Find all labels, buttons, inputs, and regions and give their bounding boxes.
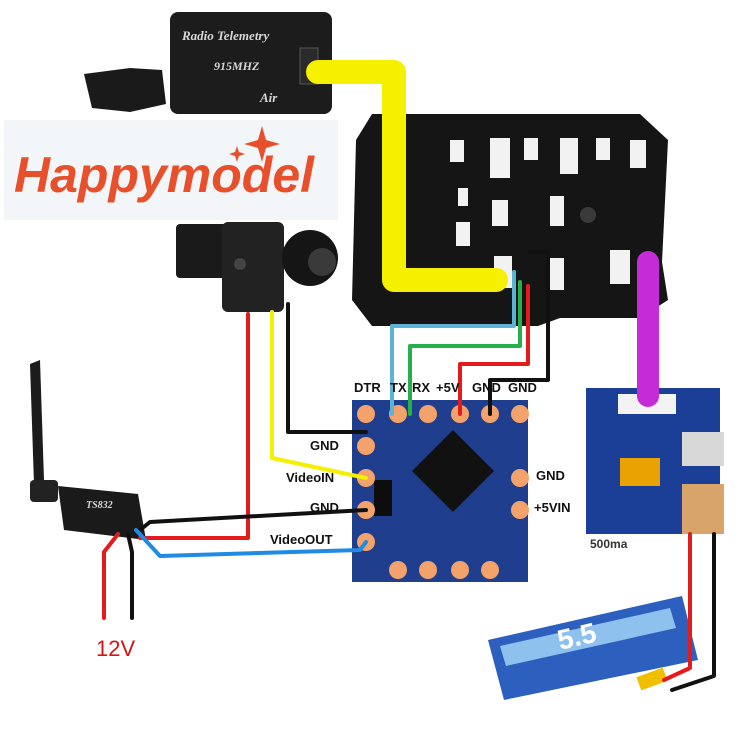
- brand-name: Happymodel: [14, 147, 315, 203]
- camera-bracket: [176, 224, 234, 278]
- fpv-camera: [176, 222, 338, 312]
- pin-label-gnd-1: GND: [472, 380, 501, 395]
- wire-dtr-cyan: [390, 270, 516, 416]
- regulator-board: 500ma: [586, 388, 724, 551]
- regulator-pads: [682, 484, 724, 534]
- xt60-connector: [636, 667, 668, 691]
- telemetry-body: [170, 12, 332, 114]
- pin-label-right-gnd: GND: [536, 468, 565, 483]
- telemetry-title: Radio Telemetry: [181, 28, 269, 43]
- wire-camera-gnd: [286, 302, 368, 434]
- fc-screw-hole: [580, 207, 596, 223]
- wire-gnd-black: [488, 250, 550, 416]
- lipo-battery: 5.5: [488, 596, 698, 700]
- pin-label-gnd-2: GND: [508, 380, 537, 395]
- wire-battery-red: [662, 532, 692, 682]
- telemetry-frequency: 915MHZ: [214, 59, 260, 73]
- pin-label-left-gnd-1: GND: [310, 438, 339, 453]
- pin-label-videoout: VideoOUT: [270, 532, 333, 547]
- pin-label-videoin: VideoIN: [286, 470, 334, 485]
- wire-camera-video: [270, 310, 368, 480]
- sparkle-icon: [244, 126, 280, 162]
- vtx-antenna-base: [30, 480, 58, 502]
- pin-label-5v: +5V: [436, 380, 460, 395]
- osd-board: [352, 400, 529, 582]
- wire-telemetry-yellow: [306, 60, 508, 292]
- telemetry-antenna: [84, 68, 166, 112]
- sparkle-small-icon: [229, 146, 245, 162]
- regulator-label: 500ma: [590, 537, 628, 551]
- vtx-body: [58, 486, 146, 540]
- fc-ports: [450, 138, 646, 290]
- brand-logo: Happymodel: [4, 120, 338, 220]
- wire-5v-red: [458, 284, 530, 416]
- voltage-label: 12V: [96, 636, 135, 661]
- wire-12v-black: [126, 532, 134, 620]
- wire-vtx-gnd: [138, 508, 368, 532]
- osd-chip-small: [374, 480, 392, 516]
- pin-label-left-gnd-2: GND: [310, 500, 339, 515]
- camera-body: [222, 222, 284, 312]
- wire-tx-green: [408, 280, 522, 416]
- brand-banner: [4, 120, 338, 220]
- regulator-capacitor: [620, 458, 660, 486]
- vtx-antenna: [30, 360, 44, 484]
- osd-right-labels: GND +5VIN: [534, 468, 571, 515]
- osd-left-labels: GND VideoIN GND VideoOUT: [270, 438, 339, 547]
- wires: [102, 60, 716, 692]
- video-transmitter: TS832: [30, 360, 146, 540]
- wire-camera-power: [138, 312, 250, 540]
- wire-battery-black: [670, 532, 716, 692]
- vtx-model: TS832: [86, 500, 113, 511]
- osd-chip: [411, 429, 495, 513]
- telemetry-module: Radio Telemetry 915MHZ Air: [84, 12, 332, 114]
- regulator-inductor: [682, 432, 724, 466]
- pin-label-rx: RX: [412, 380, 430, 395]
- pin-label-tx: TX: [390, 380, 407, 395]
- pin-label-dtr: DTR: [354, 380, 381, 395]
- battery-wrap: [500, 608, 676, 666]
- wire-12v-red: [102, 532, 120, 620]
- telemetry-air-label: Air: [259, 90, 278, 105]
- osd-top-labels: DTR TX RX +5V GND GND: [354, 380, 537, 395]
- wire-vtx-video: [134, 528, 368, 558]
- pin-label-5vin: +5VIN: [534, 500, 571, 515]
